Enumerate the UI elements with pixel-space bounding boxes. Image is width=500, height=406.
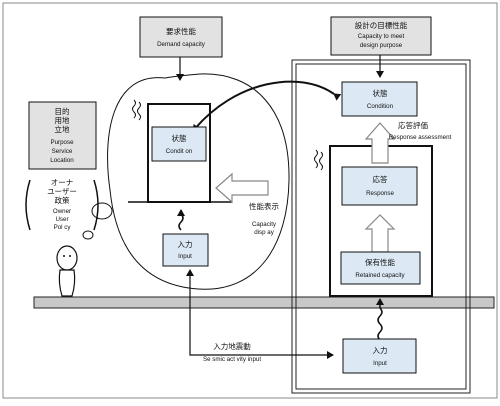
person-head [56,245,78,271]
condition-right-en: Condition [367,103,394,110]
input-right-en: Input [373,360,387,367]
ground-strip [33,296,495,309]
seismic-jp: 入力地震動 [213,341,251,351]
owner-en-2: User [55,216,68,223]
purpose-en-1: Purpose [50,139,74,146]
input-right-box [342,338,417,374]
input-wave-right [377,307,383,341]
owner-jp-1: オーナ [51,178,74,187]
input-left-jp: 入力 [178,239,193,249]
seismic-en: Se smic act vity input [203,356,261,363]
gray-arrow-capacity-display [215,172,269,204]
owner-jp-2: ユーザー [47,187,77,196]
condition-left-en: Condit on [166,148,193,155]
retained-box [340,251,421,285]
heat-squiggle-right [314,149,323,171]
owner-en-1: Owner [53,208,71,215]
owner-jp-3: 政策 [55,195,70,205]
capacity-display-en-2: disp ay [254,229,275,236]
capacity-display-jp: 性能表示 [249,201,279,211]
purpose-jp-3: 立地 [55,124,70,134]
purpose-label-box [28,101,97,170]
condition-right-jp: 状態 [373,88,388,98]
person-eye-right [69,255,71,257]
demand-label-box [139,16,223,58]
purpose-jp-2: 用地 [55,115,70,125]
purpose-jp-1: 目的 [55,106,70,116]
thought-dot-small [82,230,94,240]
purpose-en-3: Location [50,157,74,164]
owner-paren-left [25,179,31,231]
purpose-en-2: Service [52,148,73,155]
person-eye-left [63,255,65,257]
arrow-condition-compare [192,80,342,132]
input-left-en: Input [178,253,192,260]
input-right-jp: 入力 [373,345,388,355]
heat-squiggle-left [132,99,141,121]
design-jp: 設計の目標性能 [355,20,408,30]
demand-jp: 要求性能 [166,26,196,36]
input-wave-left [178,213,184,231]
gray-arrow-retained-to-response [364,214,396,253]
thought-dot-large [91,202,113,220]
response-box [341,166,418,206]
condition-right-box [341,81,418,117]
demand-en: Demand capacity [157,41,206,48]
design-en-2: design purpose [360,42,403,49]
design-frame-outer [291,59,471,394]
design-frame-inner [295,63,467,390]
retained-en: Retained capacity [355,272,405,279]
arrow-seismic-path [189,277,334,359]
design-en-1: Capacity to meet [358,33,405,40]
input-left-box [162,233,209,267]
owner-en-3: Pol cy [54,224,72,231]
retained-jp: 保有性能 [365,257,395,267]
design-label-box [330,16,432,56]
response-jp: 応答 [373,174,388,184]
response-en: Response [366,190,394,197]
capacity-display-en-1: Capacity [252,221,277,228]
person-body [58,269,76,297]
owner-paren-right [93,179,99,231]
condition-left-box [151,126,207,162]
response-assessment-jp: 応答評価 [398,120,428,130]
response-assessment-en: Response assessment [389,134,452,141]
gray-arrow-response-to-condition [364,122,396,164]
condition-left-jp: 状態 [172,133,187,143]
